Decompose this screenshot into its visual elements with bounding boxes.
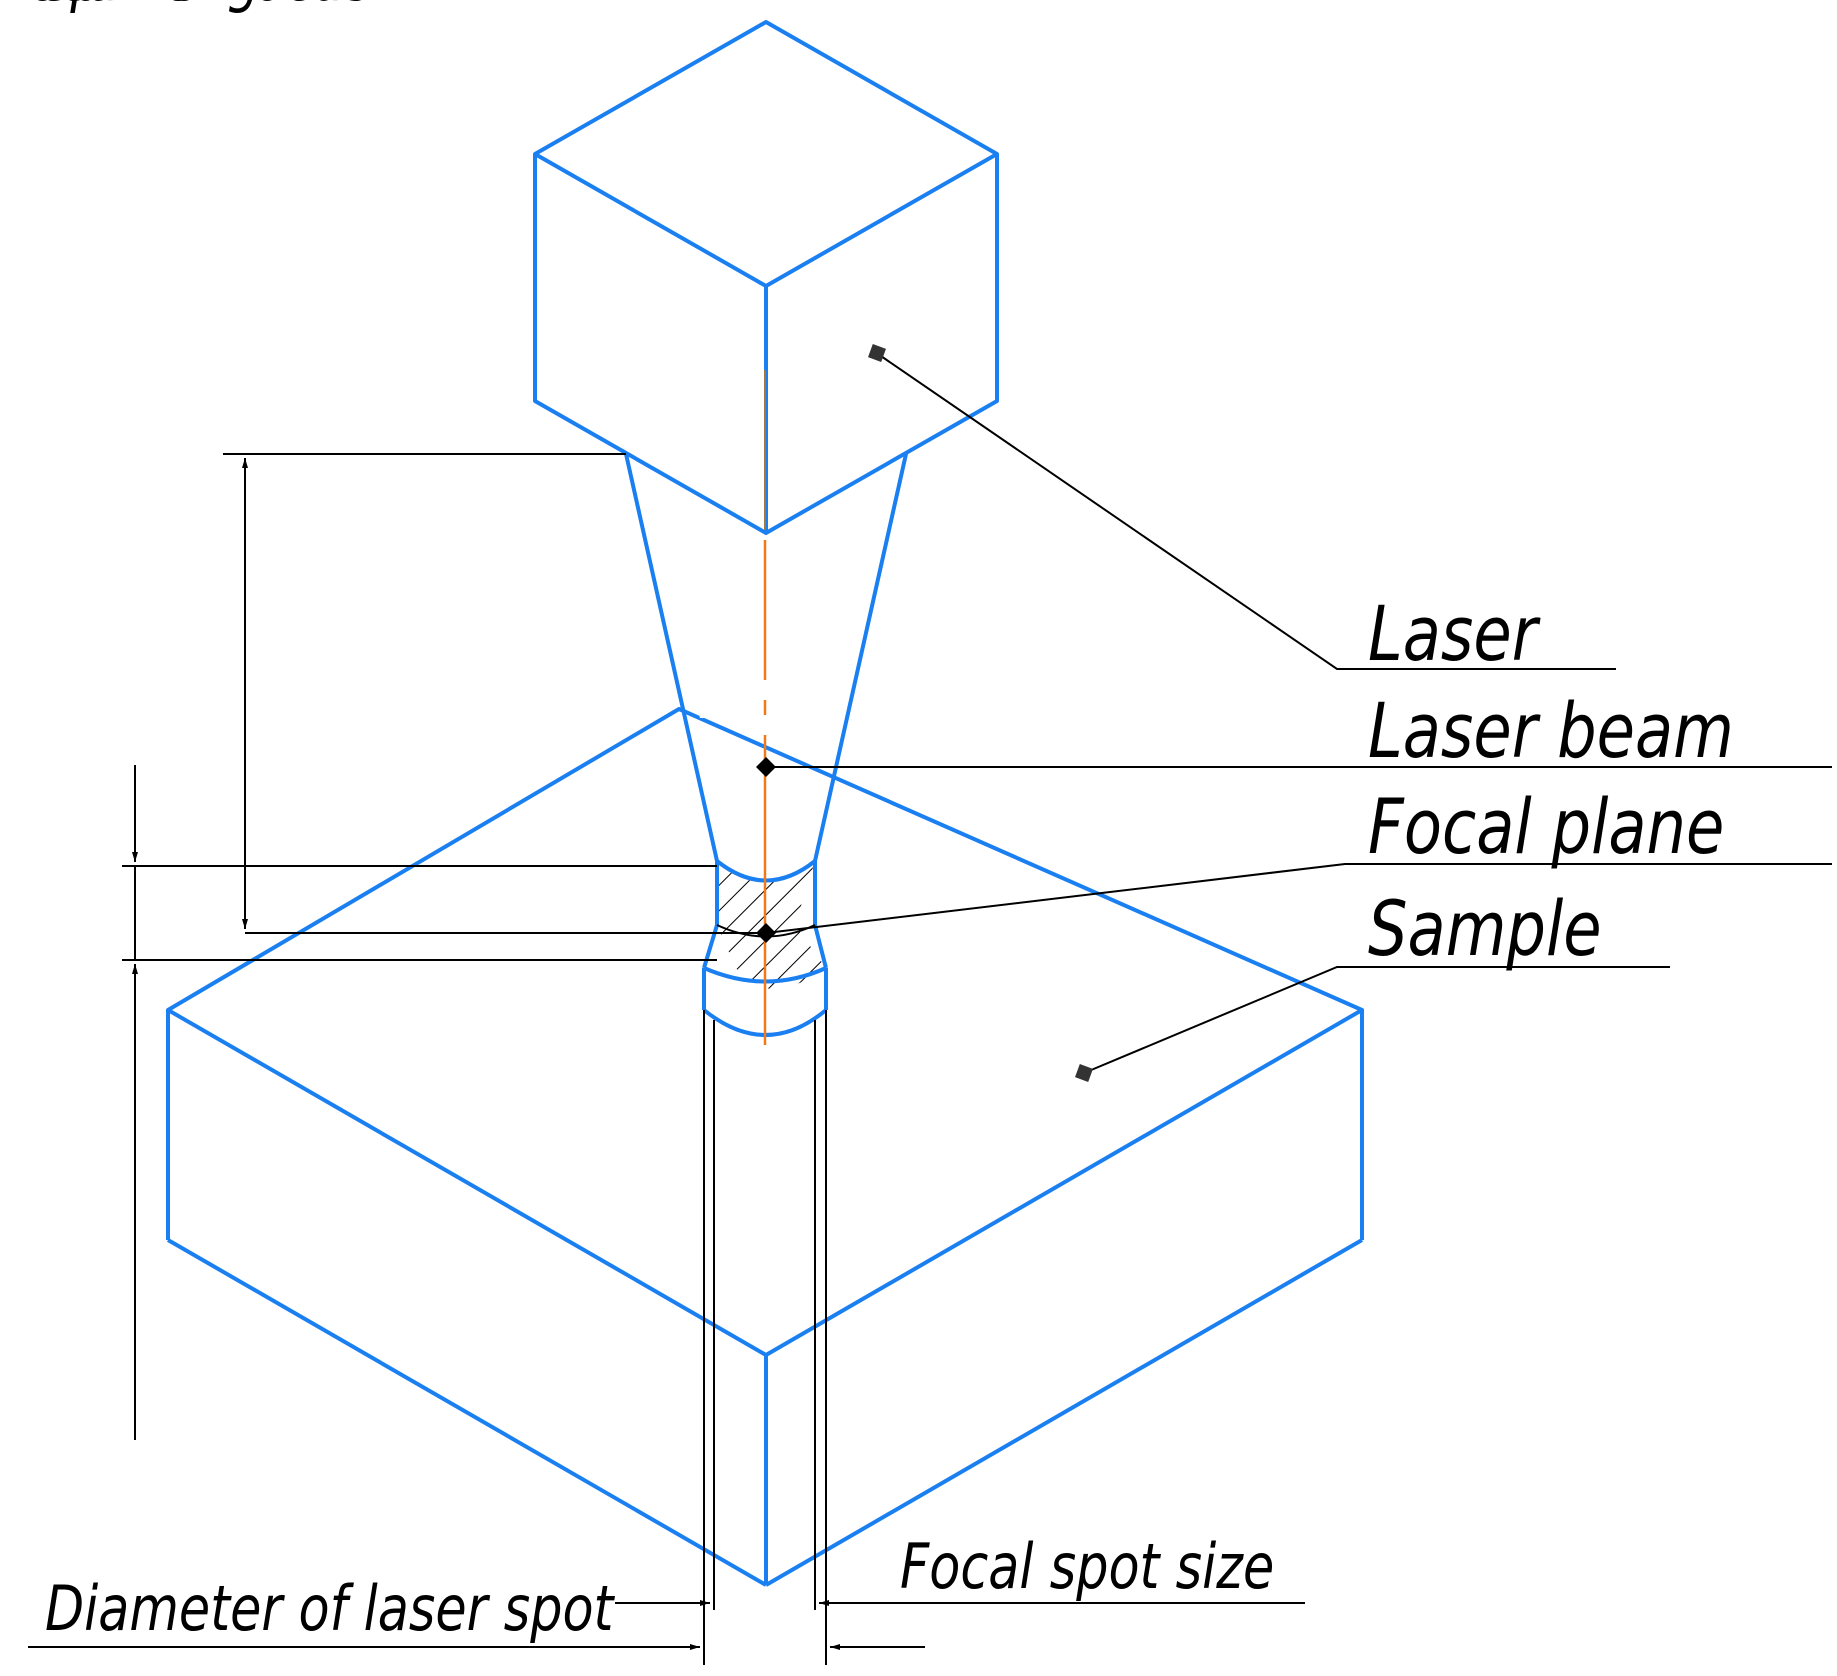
sample-block <box>166 707 1364 1587</box>
laser-leader <box>877 353 1616 670</box>
label-laser-beam: Laser beam <box>1368 687 1734 776</box>
label-focal-length: Focal lenght <box>0 0 313 15</box>
spot-channel <box>703 1010 827 1665</box>
sample-bottom-left <box>167 1238 767 1587</box>
label-focal-spot-size: Focal spot size <box>900 1531 1274 1603</box>
focal-waist-hatch <box>717 861 826 989</box>
depth-of-focus-dimension <box>122 765 717 1440</box>
leader-lines <box>765 353 1832 1074</box>
beam-left-edge <box>624 453 719 862</box>
focal-plane-leader <box>765 863 1832 934</box>
sample-leader <box>1083 966 1670 1074</box>
label-focal-plane: Focal plane <box>1368 783 1724 872</box>
sample-bottom-right <box>764 1238 1364 1587</box>
label-diameter-of-laser-spot: Diameter of laser spot <box>45 1573 615 1645</box>
focal-length-dimension <box>223 453 766 934</box>
beam-right-edge <box>813 453 908 862</box>
label-depth-of-focus: Depth of focus <box>0 0 372 15</box>
label-sample: Sample <box>1368 885 1602 974</box>
label-laser: Laser <box>1368 590 1541 679</box>
